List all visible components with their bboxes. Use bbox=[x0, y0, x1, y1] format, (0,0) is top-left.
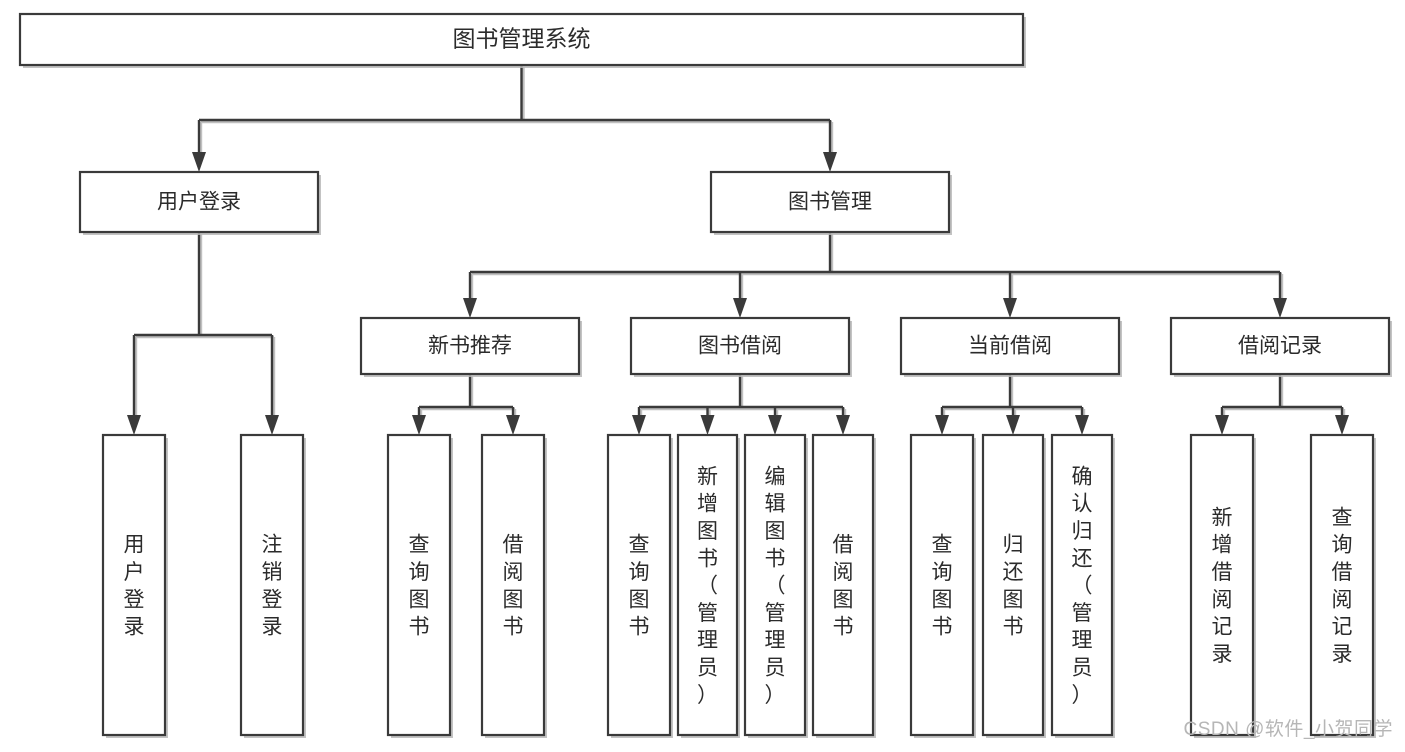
user-login-branch-1-arrow-icon bbox=[265, 415, 279, 435]
node-rect[interactable] bbox=[78, 170, 320, 234]
node-rect[interactable] bbox=[1189, 433, 1255, 737]
node-rect[interactable] bbox=[18, 12, 1025, 67]
node-l2-图书借阅[interactable]: 图书借阅 bbox=[629, 316, 852, 377]
node-label: 查询借阅记录 bbox=[1332, 506, 1353, 666]
node-layer: 图书管理系统用户登录图书管理用户登录注销登录新书推荐查询图书借阅图书图书借阅查询… bbox=[18, 12, 1392, 738]
module-3-branch-1-arrow-icon bbox=[1335, 415, 1349, 435]
book-mgmt-branch-2-arrow-icon bbox=[1003, 298, 1017, 318]
node-rect[interactable] bbox=[743, 433, 807, 737]
node-l2-新书推荐[interactable]: 新书推荐 bbox=[359, 316, 582, 377]
book-mgmt-branch-0-arrow-icon bbox=[463, 298, 477, 318]
node-rect[interactable] bbox=[629, 316, 851, 376]
node-label: 确认归还（管理员） bbox=[1072, 465, 1093, 706]
node-label: 图书管理系统 bbox=[453, 26, 591, 52]
node-rect[interactable] bbox=[899, 316, 1121, 376]
node-rect[interactable] bbox=[709, 170, 951, 234]
node-rect[interactable] bbox=[239, 433, 305, 737]
book-mgmt-branch-1-arrow-icon bbox=[733, 298, 747, 318]
node-rect[interactable] bbox=[1050, 433, 1114, 737]
csdn-watermark: CSDN @软件_小贺同学 bbox=[1183, 719, 1393, 740]
node-rect[interactable] bbox=[386, 433, 452, 737]
node-rect[interactable] bbox=[359, 316, 581, 376]
node-rect[interactable] bbox=[480, 433, 546, 737]
node-l1-图书管理[interactable]: 图书管理 bbox=[709, 170, 952, 235]
node-label: 编辑图书（管理员） bbox=[765, 465, 786, 706]
node-rect[interactable] bbox=[676, 433, 739, 737]
node-label: 图书借阅 bbox=[698, 335, 782, 358]
module-1-branch-1-arrow-icon bbox=[700, 415, 715, 435]
user-login-branch-0-arrow-icon bbox=[127, 415, 141, 435]
node-label: 当前借阅 bbox=[968, 335, 1052, 358]
module-2-branch-2-arrow-icon bbox=[1075, 415, 1089, 435]
node-rect[interactable] bbox=[1169, 316, 1391, 376]
node-label: 查询图书 bbox=[629, 534, 650, 639]
node-label: 注销登录 bbox=[262, 534, 283, 639]
node-label: 归还图书 bbox=[1003, 534, 1024, 639]
node-l2-当前借阅[interactable]: 当前借阅 bbox=[899, 316, 1122, 377]
node-rect[interactable] bbox=[606, 433, 672, 737]
node-rect[interactable] bbox=[101, 433, 167, 737]
node-leaf-注销登录[interactable]: 注销登录 bbox=[239, 433, 306, 738]
node-label: 新增借阅记录 bbox=[1212, 506, 1233, 666]
module-2-branch-0-arrow-icon bbox=[935, 415, 949, 435]
node-label: 新增图书（管理员） bbox=[697, 465, 718, 706]
node-leaf-借阅图书[interactable]: 借阅图书 bbox=[480, 433, 547, 738]
node-label: 查询图书 bbox=[932, 534, 953, 639]
node-root-图书管理系统[interactable]: 图书管理系统 bbox=[18, 12, 1026, 68]
node-leaf-查询图书[interactable]: 查询图书 bbox=[386, 433, 453, 738]
node-label: 借阅记录 bbox=[1238, 335, 1322, 358]
node-leaf-借阅图书[interactable]: 借阅图书 bbox=[811, 433, 876, 738]
node-leaf-查询图书[interactable]: 查询图书 bbox=[909, 433, 976, 738]
module-2-branch-1-arrow-icon bbox=[1006, 415, 1020, 435]
book-mgmt-branch-3-arrow-icon bbox=[1273, 298, 1287, 318]
module-0-branch-0-arrow-icon bbox=[412, 415, 426, 435]
node-leaf-查询借阅记录[interactable]: 查询借阅记录 bbox=[1309, 433, 1376, 738]
module-1-branch-3-arrow-icon bbox=[836, 415, 850, 435]
node-leaf-新增借阅记录[interactable]: 新增借阅记录 bbox=[1189, 433, 1256, 738]
node-rect[interactable] bbox=[1309, 433, 1375, 737]
module-3-branch-0-arrow-icon bbox=[1215, 415, 1229, 435]
node-label: 借阅图书 bbox=[503, 534, 524, 639]
node-label: 用户登录 bbox=[157, 191, 241, 214]
node-label: 新书推荐 bbox=[428, 335, 512, 358]
node-leaf-用户登录[interactable]: 用户登录 bbox=[101, 433, 168, 738]
node-l1-用户登录[interactable]: 用户登录 bbox=[78, 170, 321, 235]
node-label: 借阅图书 bbox=[833, 534, 854, 639]
root-branch-1-arrow-icon bbox=[823, 152, 837, 172]
node-rect[interactable] bbox=[909, 433, 975, 737]
node-label: 用户登录 bbox=[124, 534, 145, 639]
node-leaf-归还图书[interactable]: 归还图书 bbox=[981, 433, 1046, 738]
node-leaf-编辑图书管理员[interactable]: 编辑图书（管理员） bbox=[743, 433, 808, 738]
node-rect[interactable] bbox=[981, 433, 1045, 737]
root-branch-0-arrow-icon bbox=[192, 152, 206, 172]
node-leaf-新增图书管理员[interactable]: 新增图书（管理员） bbox=[676, 433, 740, 738]
module-1-branch-0-arrow-icon bbox=[632, 415, 646, 435]
node-leaf-查询图书[interactable]: 查询图书 bbox=[606, 433, 673, 738]
node-leaf-确认归还管理员[interactable]: 确认归还（管理员） bbox=[1050, 433, 1115, 738]
module-1-branch-2-arrow-icon bbox=[768, 415, 782, 435]
node-label: 查询图书 bbox=[409, 534, 430, 639]
node-label: 图书管理 bbox=[788, 191, 872, 214]
module-0-branch-1-arrow-icon bbox=[506, 415, 520, 435]
connector-layer bbox=[127, 65, 1349, 435]
node-l2-借阅记录[interactable]: 借阅记录 bbox=[1169, 316, 1392, 377]
node-rect[interactable] bbox=[811, 433, 875, 737]
